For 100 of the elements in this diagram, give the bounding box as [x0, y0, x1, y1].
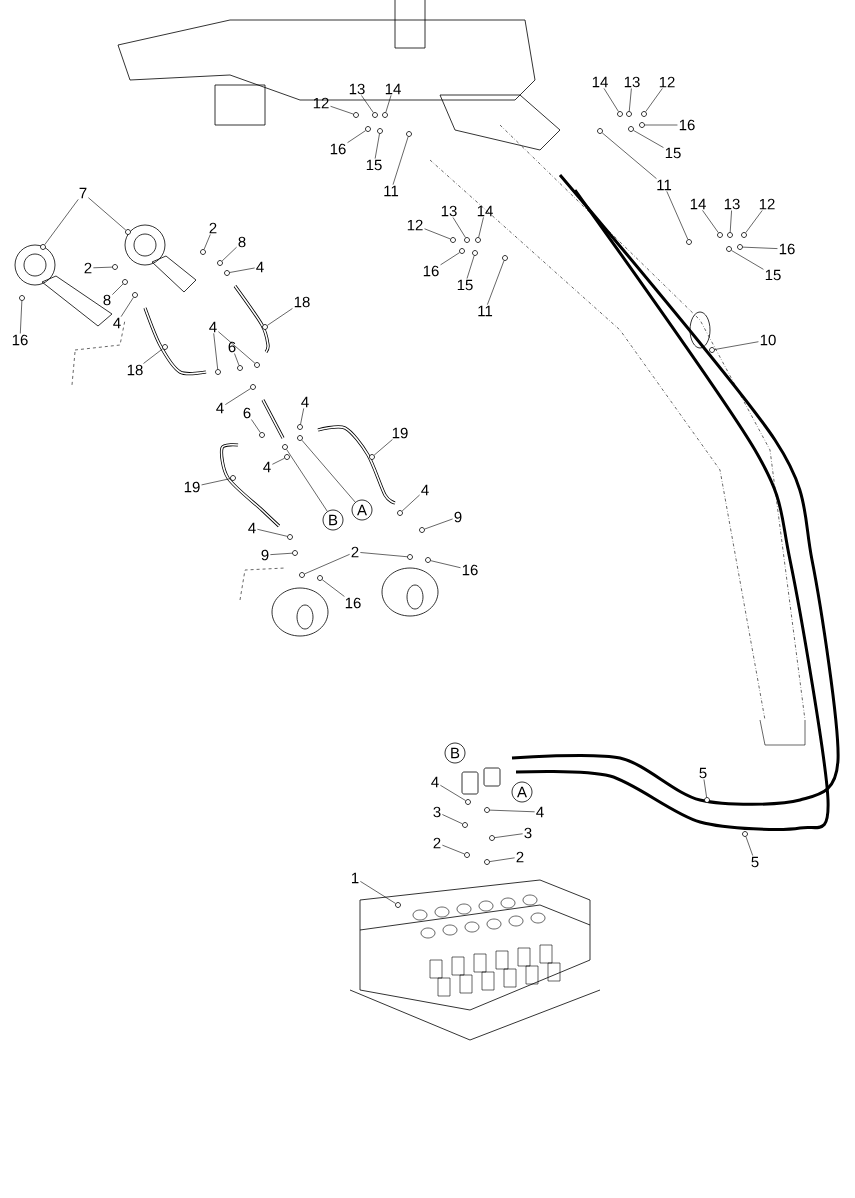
leader-line	[300, 408, 305, 425]
leader-line	[703, 779, 707, 798]
callout-number: 16	[330, 143, 346, 155]
leader-line	[373, 439, 393, 456]
callout-number: 12	[407, 219, 423, 231]
callout-number: 4	[216, 402, 224, 414]
circled-letter: B	[322, 509, 344, 531]
leader-line	[424, 228, 451, 240]
leader-line	[392, 136, 409, 185]
leader-line	[714, 341, 759, 350]
leader-line	[218, 331, 256, 364]
callout-number: 4	[536, 806, 544, 818]
callout-number: 9	[454, 511, 462, 523]
leader-line	[361, 95, 374, 113]
callout-number: 4	[209, 321, 217, 333]
callout-number: 2	[516, 851, 524, 863]
leader-line	[301, 439, 356, 503]
callout-number: 13	[724, 198, 740, 210]
leader-line	[251, 419, 261, 433]
leader-line	[304, 554, 350, 575]
callout-number: 14	[690, 198, 706, 210]
callout-number: 3	[524, 827, 532, 839]
callout-number: 15	[765, 269, 781, 281]
callout-number: 2	[84, 262, 92, 274]
leader-line	[731, 250, 764, 270]
leader-line	[272, 458, 285, 465]
callout-number: 12	[759, 198, 775, 210]
circled-letter: B	[444, 742, 466, 764]
leader-line	[143, 348, 163, 364]
callout-number: 13	[441, 205, 457, 217]
leader-line	[442, 814, 463, 825]
leader-line	[234, 353, 240, 366]
leader-line	[430, 560, 461, 569]
leader-line	[603, 88, 619, 112]
leader-line	[322, 579, 345, 597]
leader-line	[494, 833, 523, 838]
callout-number: 5	[699, 767, 707, 779]
leader-line	[225, 388, 251, 405]
callout-number: 4	[421, 484, 429, 496]
leader-line	[401, 494, 420, 512]
callout-number: 18	[127, 364, 143, 376]
callout-number: 11	[657, 179, 672, 191]
callout-number: 7	[79, 187, 87, 199]
callout-number: 13	[349, 83, 365, 95]
callout-number: 4	[248, 522, 256, 534]
callout-number: 2	[351, 546, 359, 558]
callout-number: 4	[431, 776, 439, 788]
callout-number: 11	[478, 305, 493, 317]
leader-line	[644, 124, 678, 126]
leader-line	[374, 133, 380, 159]
leader-line	[629, 88, 632, 112]
leader-line	[93, 266, 113, 269]
leader-line	[452, 217, 466, 238]
leader-line	[424, 518, 453, 530]
leader-line	[487, 260, 505, 305]
callout-number: 14	[385, 83, 401, 95]
callout-number: 16	[779, 243, 795, 255]
callout-number: 4	[256, 261, 264, 273]
callout-number: 18	[294, 296, 310, 308]
leader-line	[440, 784, 466, 801]
callout-number: 15	[665, 147, 681, 159]
callout-number: 2	[433, 837, 441, 849]
leader-line	[489, 857, 515, 862]
leader-line	[385, 95, 392, 113]
leader-line	[745, 836, 753, 856]
callout-number: 16	[345, 597, 361, 609]
callout-number: 15	[366, 159, 382, 171]
leader-line	[360, 881, 396, 904]
callout-number: 4	[263, 461, 271, 473]
callout-number: 3	[433, 806, 441, 818]
callout-number: 19	[184, 481, 200, 493]
leader-line	[601, 132, 657, 179]
leader-line	[440, 252, 460, 266]
callout-number: 12	[659, 76, 675, 88]
callout-number: 11	[384, 185, 399, 197]
callout-number: 16	[462, 564, 478, 576]
leader-line	[267, 308, 293, 326]
leader-line	[745, 210, 763, 233]
leader-line	[221, 246, 237, 262]
leader-line	[330, 105, 354, 115]
leader-line	[702, 210, 719, 233]
callout-number: 16	[423, 265, 439, 277]
callout-number: 4	[113, 317, 121, 329]
callout-number: 6	[228, 341, 236, 353]
callout-number: 13	[624, 76, 640, 88]
callout-number: 8	[103, 294, 111, 306]
leader-line	[203, 234, 211, 250]
leader-line	[286, 449, 328, 512]
leader-line	[347, 130, 366, 143]
callout-number: 9	[261, 549, 269, 561]
callout-number: 5	[751, 856, 759, 868]
leader-line	[213, 333, 218, 370]
leader-line	[489, 809, 535, 813]
leader-line	[44, 199, 79, 245]
leader-line	[442, 844, 465, 855]
callout-number: 16	[12, 334, 28, 346]
circled-letter: A	[351, 499, 373, 521]
callout-number: 2	[209, 222, 217, 234]
leader-line	[729, 210, 732, 233]
callout-number: 1	[352, 872, 359, 884]
